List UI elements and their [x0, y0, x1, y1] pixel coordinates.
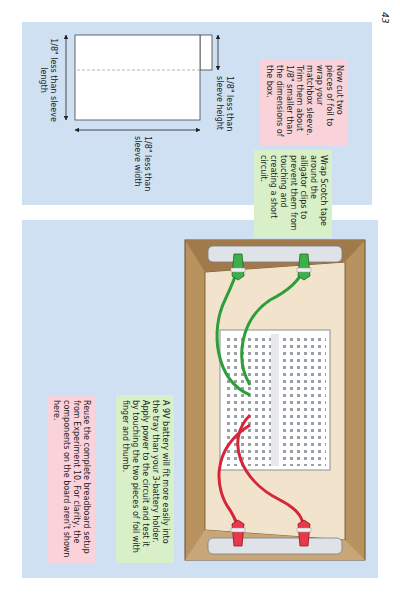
foil-strip: [208, 246, 342, 262]
note-box: A 9V battery will fit more easily into t…: [116, 395, 174, 563]
note-box: Now cut two pieces of foil to wrap your …: [260, 60, 348, 146]
dimension-label: 1/8" less than sleeve length: [39, 35, 58, 125]
note-text: Now cut two pieces of foil to wrap your …: [264, 65, 344, 141]
dimension-label: 1/8" less than sleeve height: [215, 76, 234, 148]
breadboard: [220, 330, 330, 470]
bottom-panel: [22, 220, 378, 578]
note-text: Wrap Scotch tape around the alligator cl…: [258, 155, 328, 233]
foil-template: [75, 35, 200, 120]
red-wire: [238, 415, 304, 532]
height-arrow: [218, 35, 219, 70]
note-text: Reuse the complete breadboard setup from…: [51, 400, 91, 558]
note-text: A 9V battery will fit more easily into t…: [120, 400, 170, 558]
red-wire: [219, 425, 250, 532]
alligator-clip: [231, 254, 311, 546]
length-arrow: [66, 35, 67, 120]
foil-strip: [208, 538, 342, 554]
foil-tab: [200, 35, 212, 70]
dimension-label: 1/8" less than sleeve width: [133, 136, 152, 202]
green-wire: [217, 268, 250, 395]
page-number: 43: [379, 12, 390, 42]
width-arrow: [75, 130, 200, 131]
matchbox-tray: [185, 240, 365, 560]
green-wire: [242, 268, 304, 385]
note-box: Wrap Scotch tape around the alligator cl…: [254, 150, 332, 238]
note-box: Reuse the complete breadboard setup from…: [47, 395, 95, 563]
